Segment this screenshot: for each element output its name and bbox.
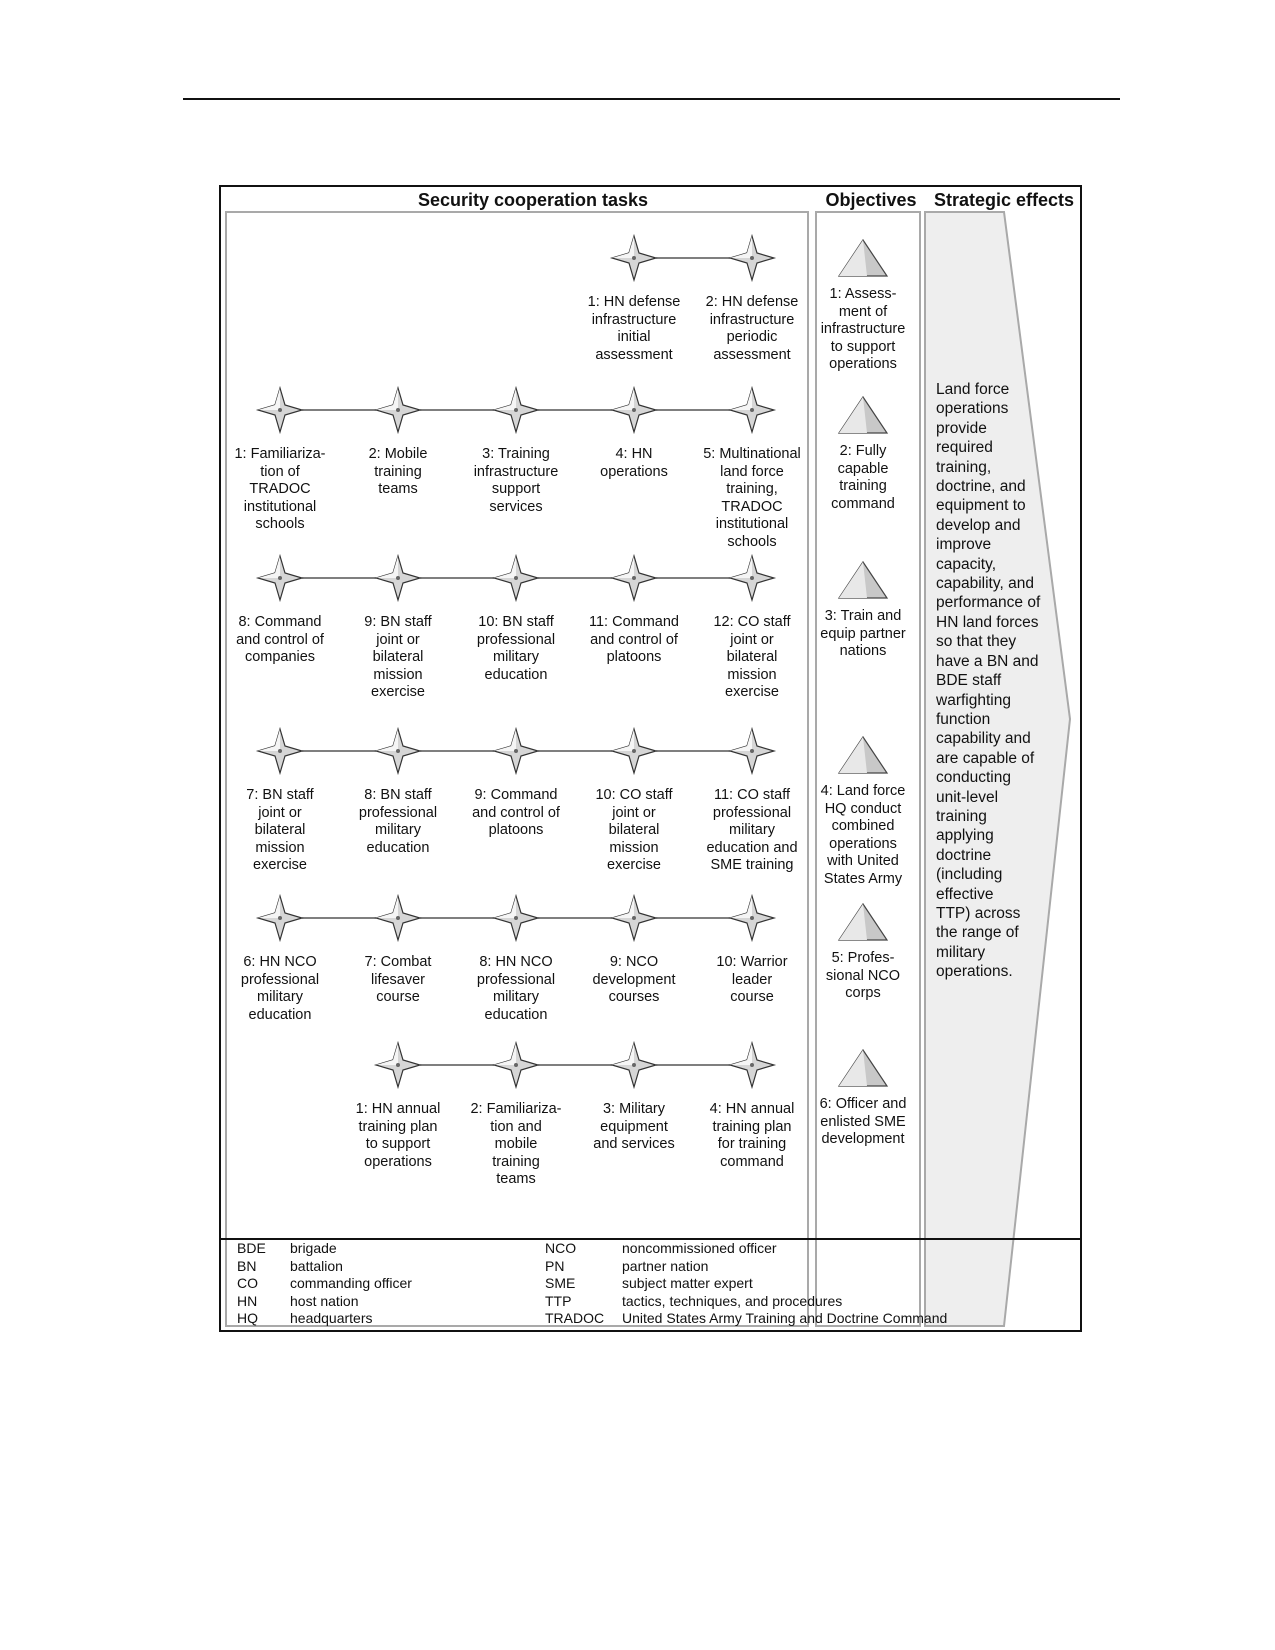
task-star-icon [373, 726, 423, 776]
strategic-effects-arrow [924, 211, 1072, 1327]
task-label: 8: HN NCO professional military educatio… [476, 954, 556, 1023]
task-star-icon [255, 553, 305, 603]
objectives-panel [815, 211, 921, 1327]
task-star-icon [373, 385, 423, 435]
task-star-icon [727, 553, 777, 603]
legend-definition: partner nation [622, 1257, 709, 1274]
task-label: 7: BN staff joint or bilateral mission e… [246, 787, 314, 874]
task-star-icon [255, 726, 305, 776]
task-label: 9: NCO development courses [592, 954, 676, 1006]
legend-definition: brigade [290, 1240, 337, 1256]
objective-markers [837, 238, 889, 1087]
objective-label: 4: Land force HQ conduct combined operat… [820, 783, 906, 887]
task-label: 9: BN staff joint or bilateral mission e… [364, 614, 432, 701]
legend-definition: host nation [290, 1292, 359, 1309]
task-star-icon [491, 1040, 541, 1090]
objective-triangle-icon [837, 395, 889, 434]
legend-abbr: TTP [545, 1292, 572, 1309]
task-label: 2: Mobile training teams [368, 446, 428, 498]
task-label: 4: HN operations [600, 446, 668, 480]
objective-label: 5: Profes- sional NCO corps [825, 950, 901, 1002]
task-star-icon [609, 726, 659, 776]
task-label: 10: Warrior leader course [716, 954, 788, 1006]
task-star-icon [255, 893, 305, 943]
tasks-panel [225, 211, 809, 1327]
objective-triangle-icon [837, 735, 889, 774]
legend-definition: noncommissioned officer [622, 1240, 777, 1256]
task-star-icon [609, 553, 659, 603]
figure-frame [219, 185, 1082, 1332]
effects-header: Strategic effects [933, 190, 1075, 210]
legend-abbr: HQ [237, 1310, 258, 1327]
task-star-icon [609, 1040, 659, 1090]
task-label: 6: HN NCO professional military educatio… [240, 954, 320, 1023]
task-label: 11: Command and control of platoons [589, 614, 679, 666]
task-star-icon [373, 553, 423, 603]
task-star-icon [609, 385, 659, 435]
legend-divider [221, 1238, 1080, 1240]
task-star-icon [491, 385, 541, 435]
task-label: 2: HN defense infrastructure periodic as… [705, 294, 799, 363]
task-star-icon [727, 1040, 777, 1090]
task-star-icon [609, 233, 659, 283]
legend-definition: commanding officer [290, 1275, 412, 1292]
objective-label: 2: Fully capable training command [831, 443, 895, 512]
legend-abbr: CO [237, 1275, 258, 1292]
objective-label: 6: Officer and enlisted SME development [819, 1096, 907, 1148]
task-star-icon [727, 893, 777, 943]
legend-abbr: SME [545, 1275, 576, 1292]
task-star-icon [491, 726, 541, 776]
task-label: 2: Familiariza- tion and mobile training… [470, 1101, 562, 1188]
legend-abbr: HN [237, 1292, 258, 1309]
tasks-header: Security cooperation tasks [417, 190, 649, 210]
task-label: 10: BN staff professional military educa… [476, 614, 556, 683]
objective-triangle-icon [837, 238, 889, 277]
legend-definition: headquarters [290, 1310, 373, 1327]
top-rule [183, 98, 1120, 100]
task-label: 1: HN annual training plan to support op… [355, 1101, 441, 1170]
task-label: 10: CO staff joint or bilateral mission … [595, 787, 673, 874]
task-label: 4: HN annual training plan for training … [709, 1101, 795, 1170]
task-label: 5: Multinational land force training, TR… [703, 446, 801, 550]
objective-label: 1: Assess- ment of infrastructure to sup… [820, 286, 906, 373]
task-label: 3: Military equipment and services [593, 1101, 675, 1153]
task-star-icon [373, 893, 423, 943]
task-links [302, 257, 730, 1066]
task-markers [255, 233, 777, 1090]
task-label: 12: CO staff joint or bilateral mission … [713, 614, 791, 701]
objective-label: 3: Train and equip partner nations [820, 608, 906, 660]
legend-abbr: BN [237, 1257, 257, 1274]
task-star-icon [609, 893, 659, 943]
task-star-icon [491, 893, 541, 943]
task-label: 8: Command and control of companies [236, 614, 324, 666]
legend-definition: tactics, techniques, and procedures [622, 1292, 843, 1309]
legend-abbr: TRADOC [545, 1310, 605, 1327]
task-label: 9: Command and control of platoons [472, 787, 560, 839]
legend-definition: subject matter expert [622, 1275, 753, 1292]
legend-abbr: PN [545, 1257, 565, 1274]
strategic-effect-text: Land force operations provide required t… [936, 381, 1041, 981]
task-label: 1: HN defense infrastructure initial ass… [587, 294, 681, 363]
task-star-icon [255, 385, 305, 435]
task-star-icon [727, 233, 777, 283]
objective-triangle-icon [837, 1048, 889, 1087]
objective-triangle-icon [837, 902, 889, 941]
legend-abbr: BDE [237, 1240, 266, 1256]
task-label: 7: Combat lifesaver course [364, 954, 432, 1006]
task-star-icon [491, 553, 541, 603]
objectives-header: Objectives [825, 190, 917, 210]
task-label: 11: CO staff professional military educa… [706, 787, 798, 874]
objective-triangle-icon [837, 560, 889, 599]
task-star-icon [727, 385, 777, 435]
legend-abbr: NCO [545, 1240, 577, 1256]
task-star-icon [727, 726, 777, 776]
legend-definition: United States Army Training and Doctrine… [622, 1310, 948, 1327]
task-label: 3: Training infrastructure support servi… [473, 446, 559, 515]
legend-definition: battalion [290, 1257, 343, 1274]
task-star-icon [373, 1040, 423, 1090]
task-label: 1: Familiariza- tion of TRADOC instituti… [234, 446, 326, 533]
task-label: 8: BN staff professional military educat… [358, 787, 438, 856]
